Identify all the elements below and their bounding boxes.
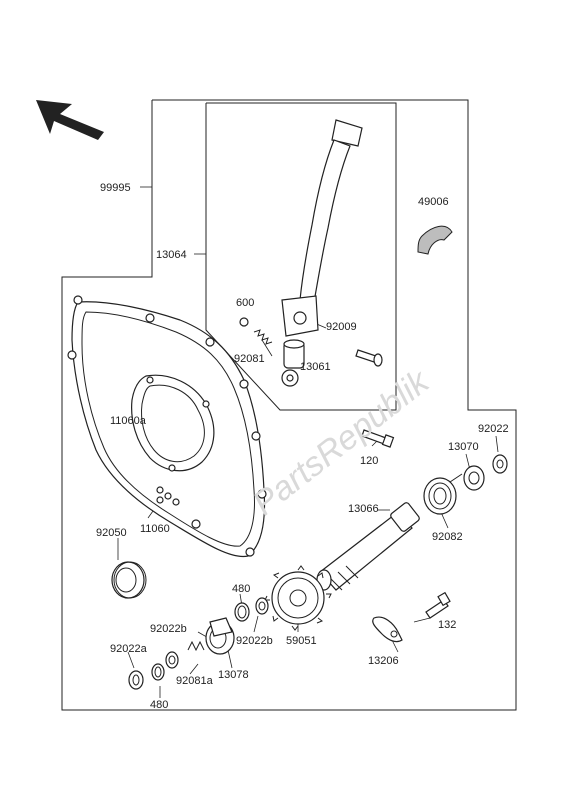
ratchet-guide bbox=[372, 616, 403, 643]
steel-ball bbox=[239, 317, 249, 327]
detent-spring bbox=[253, 329, 273, 345]
label-600: 600 bbox=[236, 297, 254, 309]
pedal-bolt bbox=[355, 349, 383, 367]
label-92081: 92081 bbox=[234, 353, 265, 365]
label-11060: 11060 bbox=[140, 523, 170, 535]
leader-lines bbox=[117, 186, 499, 698]
inner-gasket bbox=[131, 374, 215, 472]
ratchet-spring bbox=[187, 640, 205, 652]
assembly-boundary bbox=[61, 99, 517, 711]
kick-spring bbox=[423, 473, 463, 515]
part-labels: 99995 13064 49006 600 92009 92081 13061 … bbox=[96, 182, 509, 711]
front-direction-arrow-icon bbox=[36, 100, 104, 140]
label-92022b-left: 92022b bbox=[150, 623, 187, 635]
washer-92022 bbox=[492, 454, 508, 474]
label-13078: 13078 bbox=[218, 669, 249, 681]
kick-pedal-lever bbox=[281, 119, 363, 337]
label-92009: 92009 bbox=[326, 321, 357, 333]
label-92082: 92082 bbox=[432, 531, 463, 543]
clamp-bolt bbox=[361, 429, 395, 448]
washer-92022a bbox=[128, 670, 144, 690]
label-13070: 13070 bbox=[448, 441, 479, 453]
label-92022: 92022 bbox=[478, 423, 509, 435]
kick-rubber bbox=[417, 225, 453, 255]
washer-92022b-right bbox=[255, 597, 269, 615]
label-92022b-right: 92022b bbox=[236, 635, 273, 647]
washer-92022b-left bbox=[165, 651, 179, 669]
label-132: 132 bbox=[438, 619, 456, 631]
label-59051: 59051 bbox=[286, 635, 317, 647]
label-92050: 92050 bbox=[96, 527, 127, 539]
oil-seal bbox=[111, 561, 147, 599]
ratchet bbox=[205, 617, 235, 655]
label-13206: 13206 bbox=[368, 655, 399, 667]
circlip-lower bbox=[151, 663, 165, 681]
label-480-upper: 480 bbox=[232, 583, 250, 595]
label-480-lower: 480 bbox=[150, 699, 168, 711]
label-49006: 49006 bbox=[418, 196, 449, 208]
label-120: 120 bbox=[360, 455, 378, 467]
spring-guide-collar bbox=[463, 465, 485, 491]
label-92081a: 92081a bbox=[176, 675, 214, 687]
watermark: PartsRepublik bbox=[246, 362, 438, 523]
guide-bolt bbox=[425, 591, 451, 619]
kick-shaft bbox=[316, 502, 420, 591]
label-11060a: 11060a bbox=[110, 415, 147, 427]
label-13064: 13064 bbox=[156, 249, 187, 261]
label-13066: 13066 bbox=[348, 503, 379, 515]
kick-gear bbox=[264, 565, 332, 631]
label-99995: 99995 bbox=[100, 182, 131, 194]
circlip-upper bbox=[234, 602, 250, 622]
kick-arm bbox=[281, 339, 305, 387]
label-92022a: 92022a bbox=[110, 643, 148, 655]
label-13061: 13061 bbox=[300, 361, 331, 373]
